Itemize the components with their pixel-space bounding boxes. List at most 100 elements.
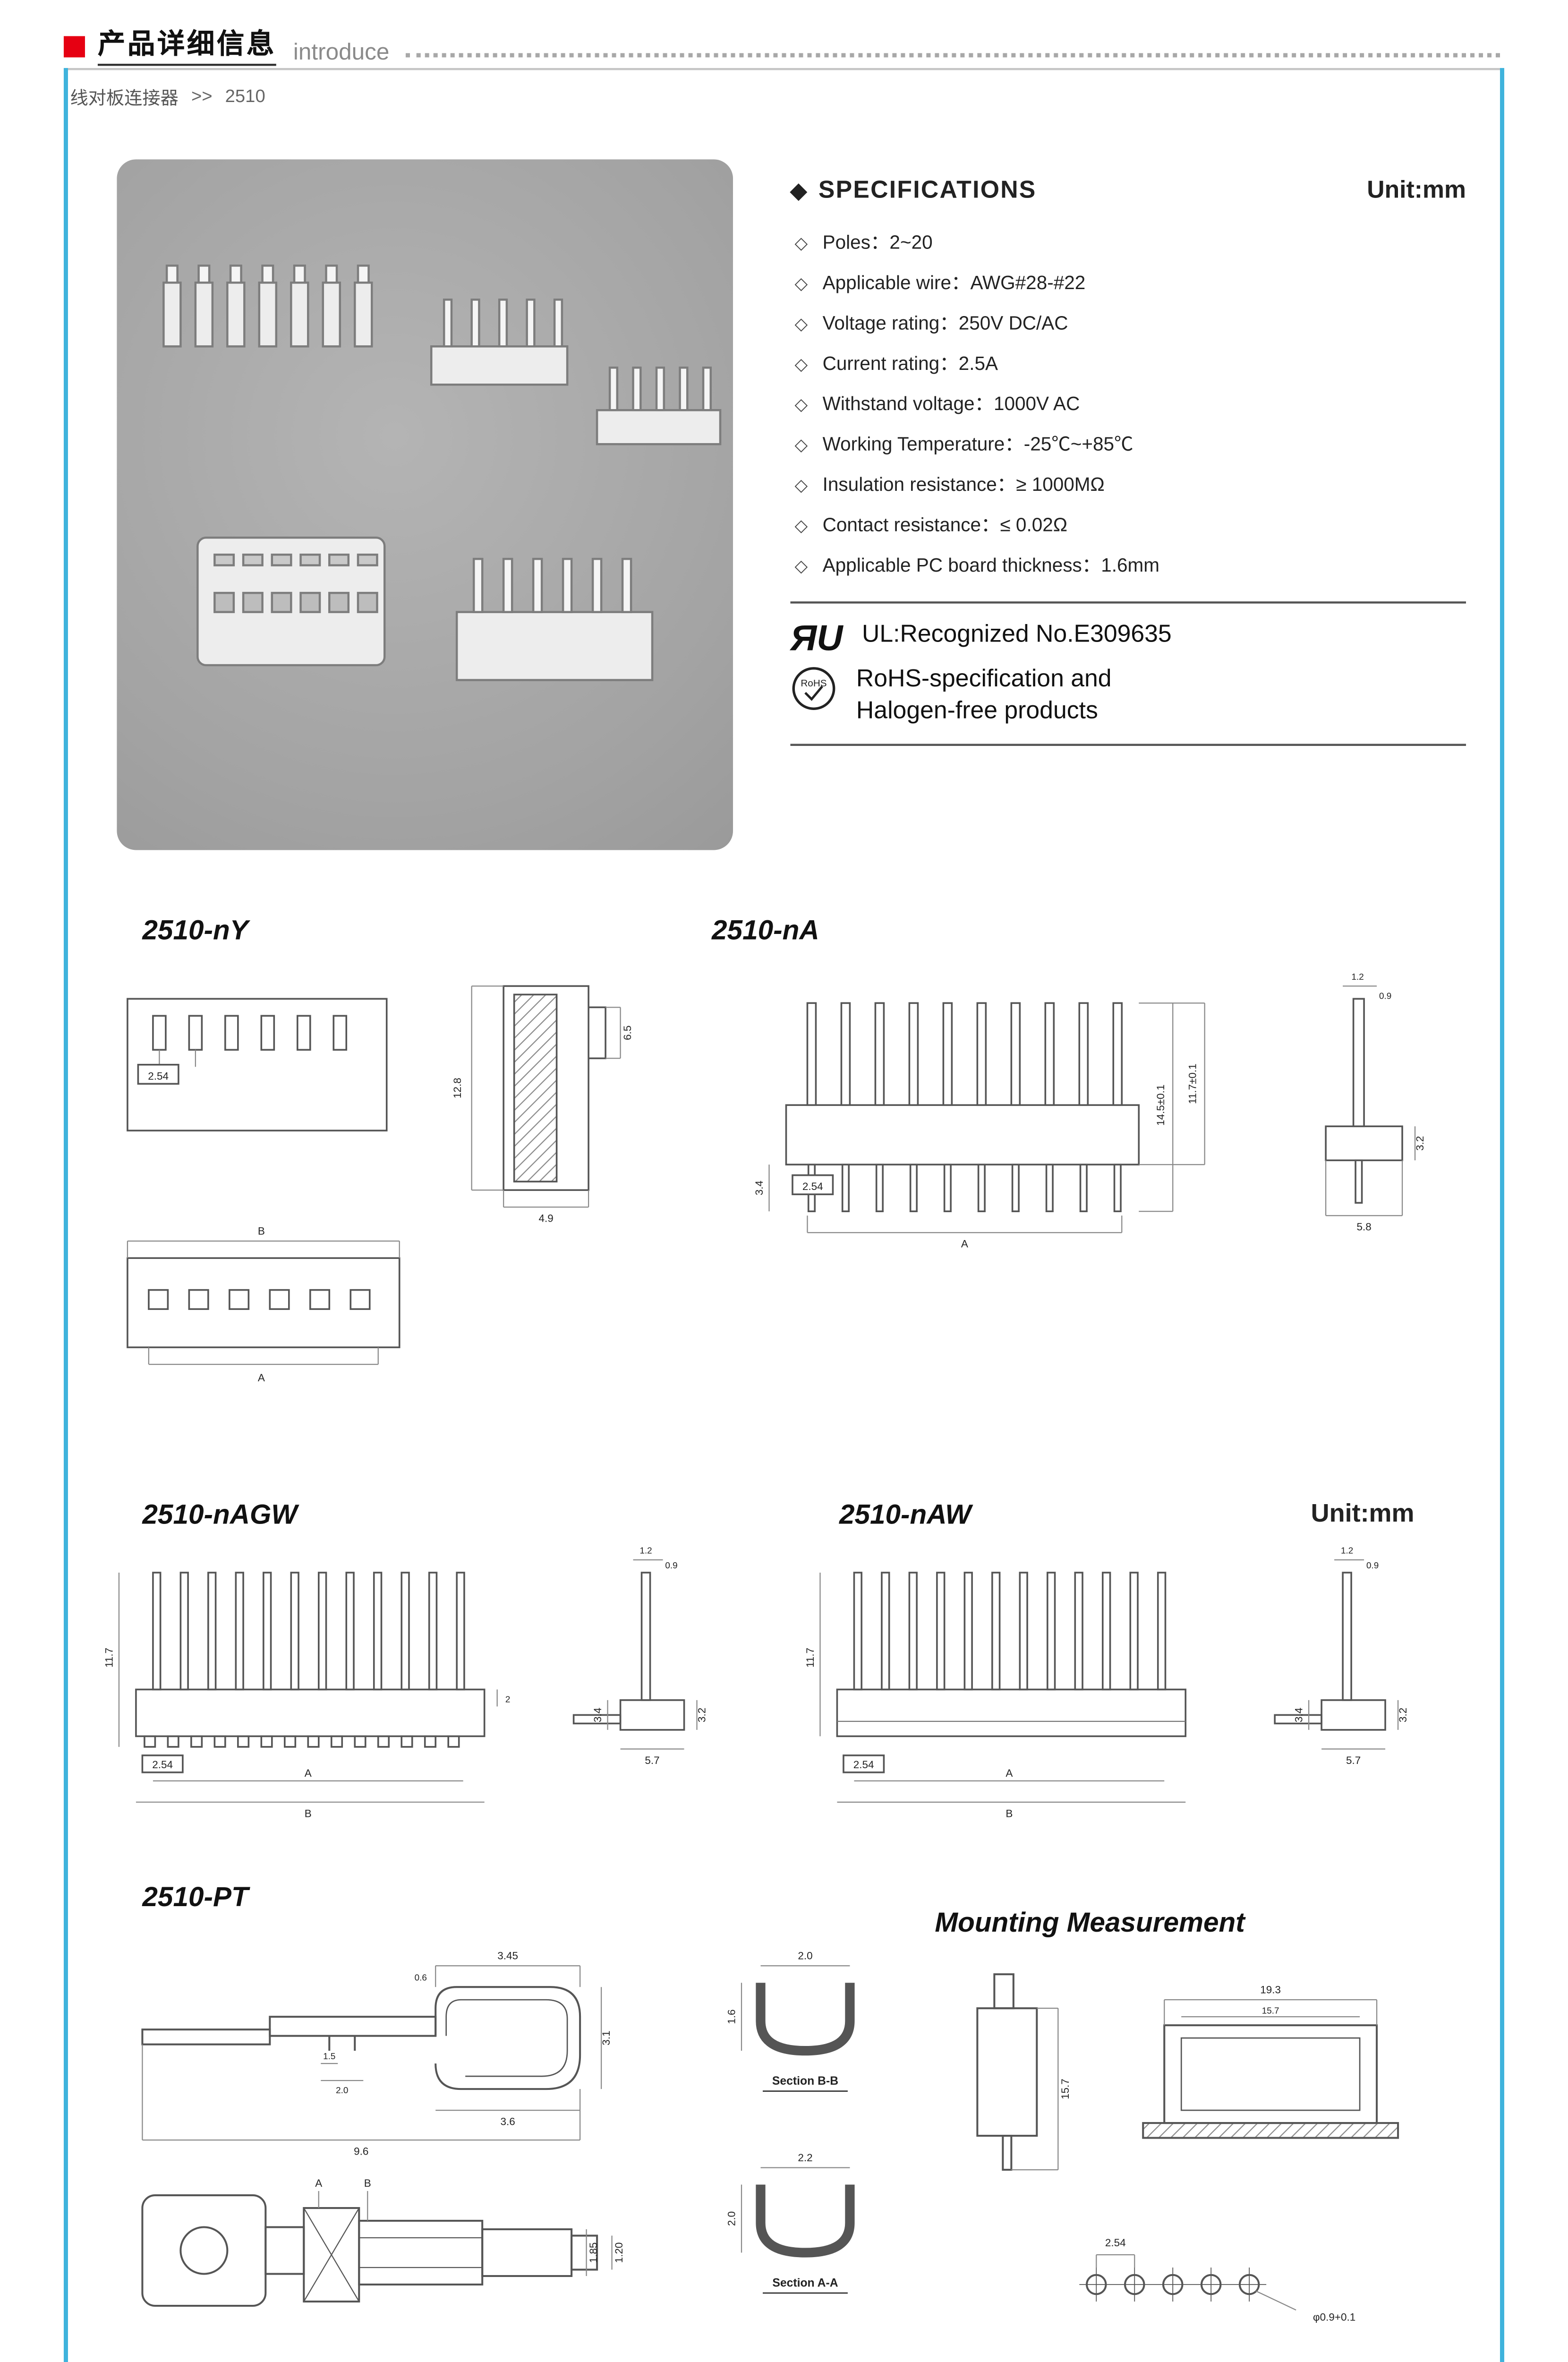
drawing-sections: 2.0 1.6 Section B-B 2.2 2.0 Section A-A xyxy=(726,1950,855,2294)
dim-label: B xyxy=(1006,1807,1013,1819)
dim-label: 11.7±0.1 xyxy=(1187,1063,1199,1104)
section-title-mounting: Mounting Measurement xyxy=(935,1906,1245,1938)
dim-label: 11.7 xyxy=(103,1648,115,1668)
dim-label: 3.4 xyxy=(1293,1708,1305,1722)
housing-art xyxy=(196,536,386,667)
spec-item: Insulation resistance：≥ 1000MΩ xyxy=(794,465,1466,505)
dim-label: 2 xyxy=(505,1694,511,1704)
dim-label: 1.5 xyxy=(323,2052,335,2062)
diamond-outline-icon xyxy=(794,344,808,385)
header-rule xyxy=(63,68,1505,70)
drawing-2510-nY: 2.54 12.8 6.5 4.9 B A xyxy=(127,985,633,1384)
dim-label: 14.5±0.1 xyxy=(1155,1085,1167,1126)
ul-cert-row: ЯU UL:Recognized No.E309635 xyxy=(790,618,1466,659)
page-header: 产品详细信息 introduce xyxy=(63,21,1504,66)
dim-label: 5.8 xyxy=(1356,1221,1371,1233)
drawing-2510-nAW: 11.7 2.54 A B 1.2 0.9 3.4 5.7 3.2 xyxy=(804,1546,1409,1819)
dim-label: 5.7 xyxy=(1346,1754,1361,1766)
section-title-2510-nAW: 2510-nAW xyxy=(839,1498,971,1530)
divider xyxy=(790,744,1466,746)
dim-label: 1.2 xyxy=(1341,1546,1353,1556)
breadcrumb-separator: >> xyxy=(191,85,213,106)
rohs-text-line2: Halogen-free products xyxy=(856,699,1098,725)
diamond-outline-icon xyxy=(794,425,808,465)
dim-label: 2.54 xyxy=(853,1759,874,1771)
diamond-outline-icon xyxy=(794,465,808,505)
diamond-outline-icon xyxy=(794,385,808,425)
dim-label: φ0.9+0.1 xyxy=(1313,2311,1355,2323)
dim-label: 19.3 xyxy=(1260,1984,1281,1996)
section-title-2510-nY: 2510-nY xyxy=(142,914,248,946)
diamond-outline-icon xyxy=(794,264,808,304)
dim-label: B xyxy=(364,2177,371,2189)
dim-label: A xyxy=(1006,1767,1013,1779)
diamond-outline-icon xyxy=(794,304,808,344)
spec-list: Poles：2~20 Applicable wire：AWG#28-#22 Vo… xyxy=(794,223,1466,586)
dim-label: 2.0 xyxy=(726,2211,738,2226)
dim-label: 1.85 xyxy=(588,2242,599,2263)
header-b-art xyxy=(596,367,722,445)
drawing-2510-PT: 3.45 0.6 3.1 1.5 2.0 3.6 9.6 A B 1.85 1.… xyxy=(141,1950,625,2307)
product-image xyxy=(117,159,733,850)
dim-label: A xyxy=(961,1238,968,1250)
dim-label: 15.7 xyxy=(1059,2079,1071,2099)
header-a-art xyxy=(430,299,569,386)
wafer-art xyxy=(455,557,654,681)
dim-label: 3.6 xyxy=(501,2116,515,2128)
dim-label: 3.4 xyxy=(592,1708,604,1722)
rohs-cert-row: RoHS RoHS-specification and Halogen-free… xyxy=(790,665,1466,729)
dim-label: 2.54 xyxy=(152,1759,173,1771)
section-label: Section B-B xyxy=(772,2075,838,2088)
breadcrumb-category[interactable]: 线对板连接器 xyxy=(70,87,179,109)
section-title-2510-PT: 2510-PT xyxy=(142,1881,248,1913)
spec-item: Voltage rating：250V DC/AC xyxy=(794,304,1466,344)
dim-label: 1.2 xyxy=(1351,972,1363,982)
svg-text:RoHS: RoHS xyxy=(801,678,827,689)
dim-label: 1.20 xyxy=(613,2242,625,2263)
section-label: Section A-A xyxy=(772,2276,838,2289)
drawing-2510-nA: 14.5±0.1 11.7±0.1 2.54 A 3.4 1.2 0.9 5.8… xyxy=(753,972,1426,1250)
right-border-line xyxy=(1500,68,1505,2362)
specifications-title: SPECIFICATIONS xyxy=(790,179,1036,204)
dim-label: 2.54 xyxy=(802,1181,823,1192)
section-title-2510-nAGW: 2510-nAGW xyxy=(142,1498,298,1530)
terminal-strip-art xyxy=(162,265,373,348)
dim-label: A xyxy=(305,1767,312,1779)
specifications-panel: SPECIFICATIONS Unit:mm Poles：2~20 Applic… xyxy=(790,179,1466,763)
dim-label: 15.7 xyxy=(1262,2006,1279,2016)
dim-label: B xyxy=(305,1807,312,1819)
product-line-art xyxy=(162,265,722,681)
diamond-outline-icon xyxy=(794,223,808,263)
breadcrumb-current: 2510 xyxy=(225,85,265,106)
dim-label: 3.4 xyxy=(753,1181,765,1195)
dim-label: 6.5 xyxy=(622,1026,633,1040)
left-border-line xyxy=(63,68,68,2362)
dim-label: 2.0 xyxy=(798,1950,812,1962)
dim-label: 3.1 xyxy=(600,2031,612,2045)
page-title: 产品详细信息 xyxy=(97,21,276,66)
section-title-2510-nA: 2510-nA xyxy=(712,914,819,946)
dim-label: 3.2 xyxy=(1397,1708,1409,1722)
spec-item: Applicable PC board thickness：1.6mm xyxy=(794,546,1466,586)
dim-label: 2.0 xyxy=(336,2086,348,2096)
dim-label: 2.54 xyxy=(148,1070,169,1082)
dim-label: A xyxy=(258,1372,265,1384)
spec-item: Poles：2~20 xyxy=(794,223,1466,263)
drawing-2510-nAGW: 11.7 2 2.54 A B 1.2 0.9 3.4 5.7 3.2 xyxy=(103,1546,707,1819)
dotted-divider xyxy=(406,53,1500,58)
ul-recognized-icon: ЯU xyxy=(790,618,843,659)
dim-label: 4.9 xyxy=(539,1213,554,1224)
dim-label: 2.54 xyxy=(1105,2237,1126,2249)
spec-item: Withstand voltage：1000V AC xyxy=(794,385,1466,425)
page-subtitle: introduce xyxy=(293,40,390,66)
spec-item: Contact resistance：≤ 0.02Ω xyxy=(794,506,1466,546)
dim-label: 9.6 xyxy=(354,2146,368,2157)
dim-label: A xyxy=(315,2177,322,2189)
breadcrumb: 线对板连接器 >> 2510 xyxy=(70,85,265,111)
rohs-text-line1: RoHS-specification and xyxy=(856,667,1112,693)
dim-label: 0.6 xyxy=(415,1973,427,1983)
red-square-icon xyxy=(63,36,85,58)
dim-label: 5.7 xyxy=(645,1754,659,1766)
dim-label: 1.6 xyxy=(726,2010,738,2024)
